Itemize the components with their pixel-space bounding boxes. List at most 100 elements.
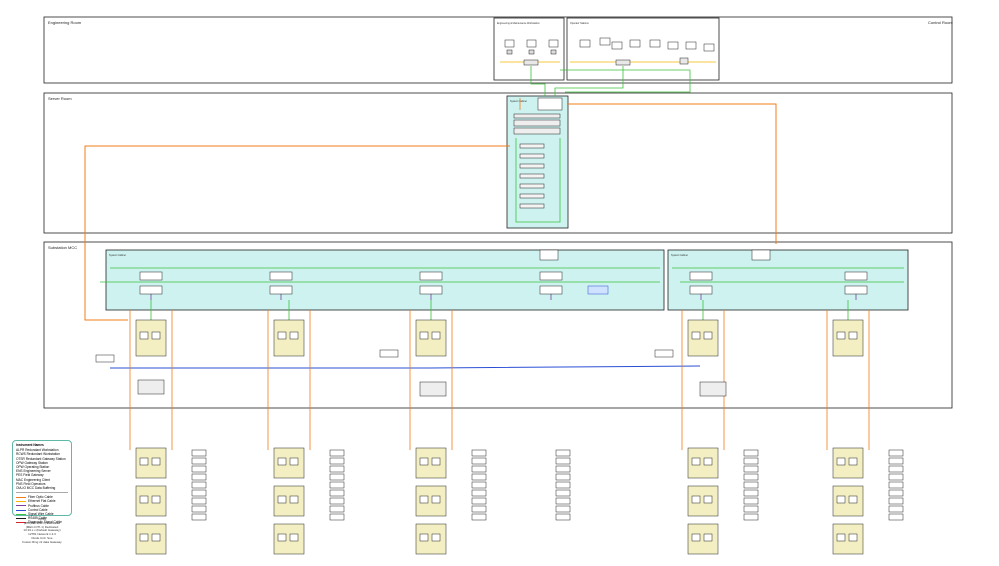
legend-cable-entry: Fiber Optic Cable [16, 495, 68, 499]
io-module-icon [691, 533, 701, 542]
terminal-block-icon [471, 497, 487, 505]
legend-cable-label: Fiber Optic Cable [28, 495, 53, 500]
legend-cable-label: Control Cable [28, 507, 48, 512]
gateway-icon [539, 249, 559, 261]
io-module-icon [151, 533, 161, 542]
substation-cabinet-a-label: System Cabinet [109, 254, 126, 257]
pc-tower-icon [528, 49, 535, 55]
terminal-block-icon [191, 449, 207, 457]
substation-title: Substation MCC [48, 245, 77, 250]
network-switch-icon [539, 271, 563, 281]
io-module-icon [836, 457, 846, 466]
terminal-block-icon [329, 457, 345, 465]
fiber-optic-cable [84, 145, 510, 321]
server-unit-icon [519, 163, 545, 169]
pc-tower-icon [506, 49, 513, 55]
server-room-frame [43, 92, 953, 234]
cable-swatch-icon [16, 505, 26, 507]
title-block-line: (2B-(2B0-2B0-1) Dedicated [23, 520, 61, 525]
signal-cable [560, 69, 691, 93]
network-switch-icon [139, 271, 163, 281]
monitor-icon [599, 37, 611, 46]
terminal-block-icon [471, 489, 487, 497]
io-module-icon [703, 533, 713, 542]
monitor-icon [629, 39, 641, 48]
server-unit-icon [519, 173, 545, 179]
legend-abbreviation: ENS Engineering Server [16, 469, 51, 474]
monitor-icon [611, 41, 623, 50]
server-unit-icon [519, 203, 545, 209]
network-switch-icon [269, 271, 293, 281]
network-switch-icon [689, 271, 713, 281]
field-panel [687, 447, 719, 479]
cable-swatch-icon [16, 513, 26, 515]
legend-panel: Instrument Names ALPR Redundant Workstat… [12, 440, 72, 524]
terminal-block-icon [743, 465, 759, 473]
title-block: CW10(2B-(2B0-2B0-1) Dedicated(MEC-IOTI-1… [12, 517, 72, 564]
terminal-block-icon [743, 449, 759, 457]
io-module-icon [703, 331, 713, 340]
io-module-icon [836, 495, 846, 504]
network-switch-icon [139, 285, 163, 295]
io-module-icon [419, 331, 429, 340]
terminal-block-icon [888, 473, 904, 481]
legend-cable-entry: Control Cable [16, 508, 68, 512]
terminal-block-icon [329, 505, 345, 513]
terminal-block-icon [555, 505, 571, 513]
cable-swatch-icon [16, 509, 26, 511]
legend-abbreviation: MAC Engineering Client [16, 477, 51, 482]
legend-abbreviation: OPW Operating Station [16, 465, 50, 470]
cable-swatch-icon [16, 522, 26, 524]
terminal-block-icon [471, 481, 487, 489]
terminal-block-icon [191, 465, 207, 473]
printer-icon [679, 57, 689, 65]
legend-cable-entry: RS485 Cable [16, 516, 68, 520]
cable-swatch-icon [16, 496, 26, 498]
switch-icon [615, 59, 631, 66]
core-switch-icon [513, 127, 561, 135]
server-unit-icon [519, 193, 545, 199]
legend-abbreviation: OIA-IO MCC Data Buffering [16, 486, 56, 491]
terminal-block-icon [329, 449, 345, 457]
title-block-line: (MEC-IOTI-1) Dedicated [25, 524, 59, 529]
title-block-line: Diode Unit: Soe [31, 535, 53, 540]
io-module-icon [151, 457, 161, 466]
operator-station-label: Operator Stations [570, 22, 590, 25]
terminal-block-icon [555, 481, 571, 489]
mcc-unit-icon [419, 381, 447, 397]
engineering-room-title: Engineering Room [48, 20, 82, 25]
monitor-icon [649, 39, 661, 48]
io-module-icon [848, 331, 858, 340]
mcc-unit-icon [699, 381, 727, 397]
relay-module-icon [95, 354, 115, 363]
io-module-icon [848, 495, 858, 504]
terminal-block-icon [329, 473, 345, 481]
terminal-block-icon [191, 505, 207, 513]
terminal-block-icon [471, 465, 487, 473]
monitor-icon [667, 41, 679, 50]
terminal-block-icon [471, 457, 487, 465]
terminal-block-icon [888, 489, 904, 497]
monitor-icon [579, 39, 591, 48]
control-module-icon [587, 285, 609, 295]
substation-cabinet-a [105, 249, 665, 311]
legend-cable-label: Profibus Cable [28, 503, 49, 508]
legend-cable-label: RS485 Cable [28, 516, 47, 521]
title-block-line: 12781 Network 1.3.3 [28, 532, 56, 537]
engineering-room-frame [43, 16, 953, 84]
core-switch-icon [513, 119, 561, 127]
server-unit-icon [519, 183, 545, 189]
io-module-icon [691, 331, 701, 340]
substation-cabinet-b-label: System Cabinet [671, 254, 688, 257]
io-module-icon [419, 495, 429, 504]
signal-cable [530, 66, 546, 96]
system-cabinet-label: System Cabinet [510, 100, 527, 103]
terminal-block-icon [191, 473, 207, 481]
legend-cable-label: Ethernet Flat Cable [28, 499, 56, 504]
io-module-icon [419, 457, 429, 466]
server-room-title: Server Room [48, 96, 72, 101]
firewall-icon [537, 97, 563, 111]
io-module-icon [289, 533, 299, 542]
network-switch-icon [419, 285, 443, 295]
